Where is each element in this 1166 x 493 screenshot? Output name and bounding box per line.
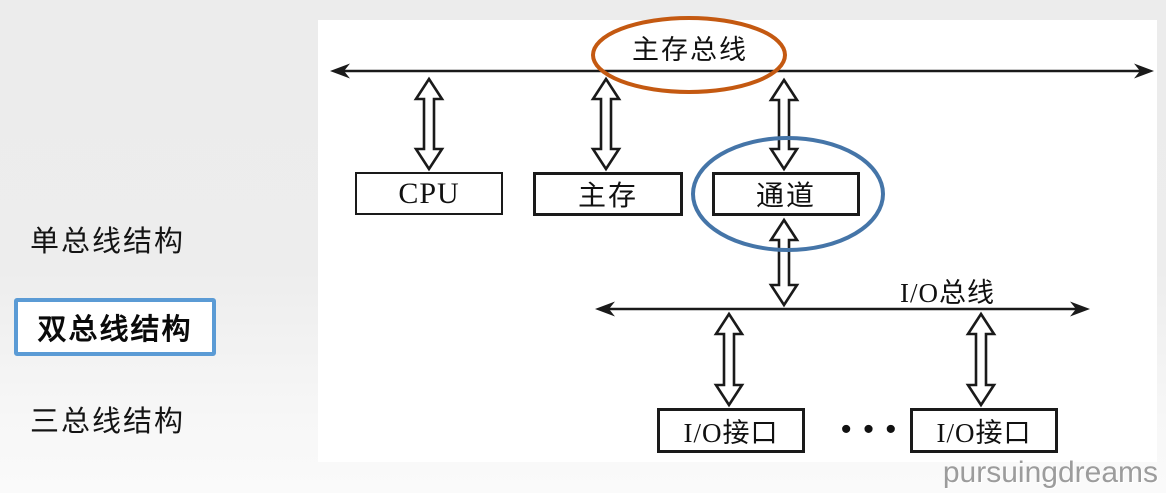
main-memory-box: 主存: [533, 172, 683, 216]
sidebar-item-dual-bus-label: 双总线结构: [37, 314, 193, 346]
io-ellipsis-dots: ···: [838, 404, 906, 455]
cpu-box: CPU: [355, 172, 503, 215]
sidebar-item-dual-bus-highlight: 双总线结构: [14, 298, 216, 356]
sidebar-item-triple-bus: 三总线结构: [30, 406, 186, 438]
main-memory-bus-label: 主存总线: [632, 35, 748, 65]
io-interface-box-2: I/O接口: [910, 408, 1058, 453]
io-bus-label: I/O总线: [900, 278, 995, 308]
diagram-panel: [318, 20, 1157, 462]
channel-box: 通道: [712, 172, 860, 216]
watermark-text: pursuingdreams: [942, 456, 1158, 489]
sidebar-item-single-bus: 单总线结构: [30, 226, 186, 258]
io-interface-box-1: I/O接口: [657, 408, 805, 453]
